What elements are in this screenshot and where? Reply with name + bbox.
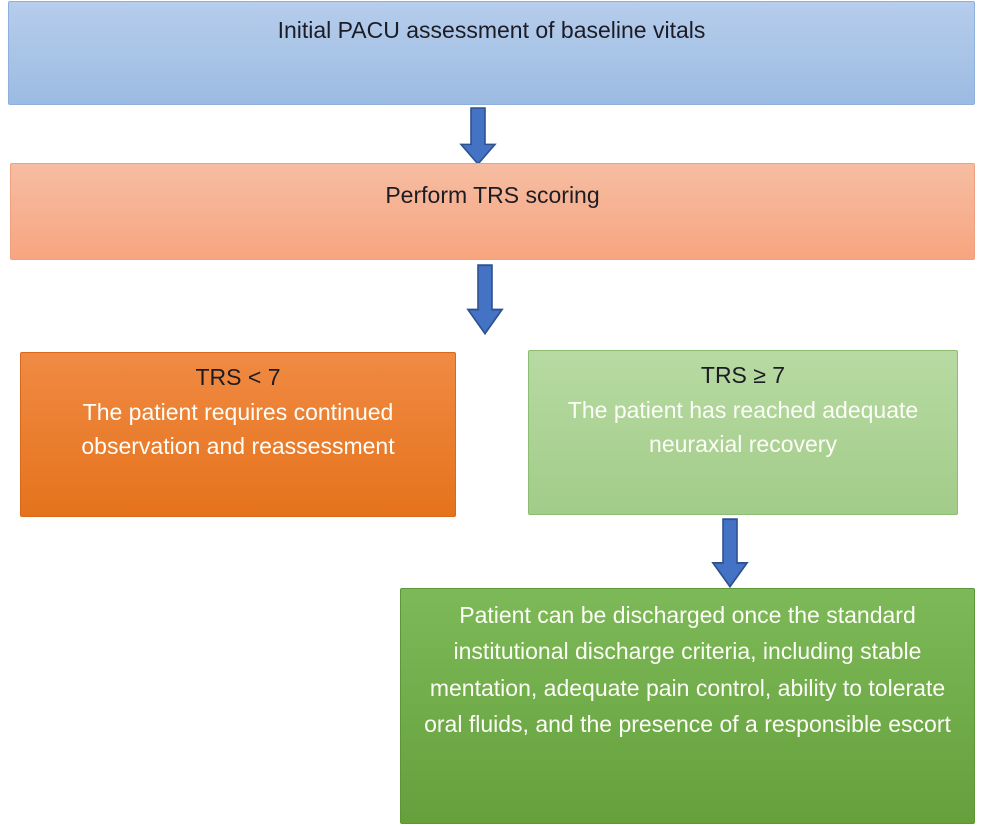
trs-below-7-body: The patient requires continued observati… (81, 398, 395, 460)
trs-below-7-box: TRS < 7 The patient requires continued o… (20, 352, 456, 517)
perform-trs-scoring-label: Perform TRS scoring (385, 182, 600, 208)
discharge-criteria-label: Patient can be discharged once the stand… (424, 602, 951, 737)
trs-at-least-7-body: The patient has reached adequate neuraxi… (567, 396, 919, 458)
initial-assessment-box: Initial PACU assessment of baseline vita… (8, 1, 975, 105)
trs-at-least-7-heading: TRS ≥ 7 (700, 362, 786, 388)
discharge-criteria-box: Patient can be discharged once the stand… (400, 588, 975, 824)
arrow-down-icon (466, 264, 504, 336)
arrow-down-icon (711, 518, 749, 589)
trs-below-7-heading: TRS < 7 (195, 364, 281, 390)
initial-assessment-label: Initial PACU assessment of baseline vita… (277, 17, 706, 43)
perform-trs-scoring-box: Perform TRS scoring (10, 163, 975, 260)
arrow-down-icon (459, 107, 497, 166)
trs-at-least-7-box: TRS ≥ 7 The patient has reached adequate… (528, 350, 958, 515)
